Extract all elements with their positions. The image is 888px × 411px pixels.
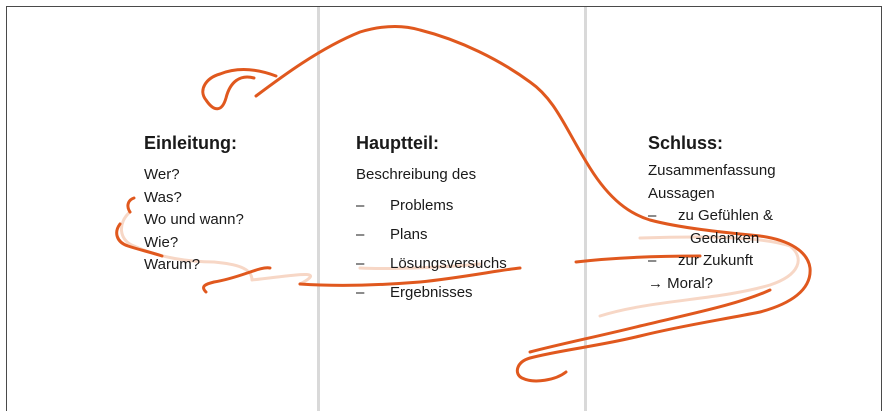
hauptteil-intro: Beschreibung des: [356, 166, 477, 183]
schluss-item-zukunft: – zur Zukunft: [648, 250, 776, 273]
schluss-line-zusammenfassung: Zusammenfassung: [648, 162, 776, 179]
einleitung-heading: Einleitung:: [144, 133, 237, 153]
schluss-moral-line: → Moral?: [648, 273, 776, 296]
column-divider-left: [317, 7, 320, 411]
hauptteil-item-ergebnisses: – Ergebnisses: [356, 278, 507, 307]
dash-icon: –: [648, 207, 657, 224]
schluss-item-label: zu Gefühlen &: [678, 207, 774, 224]
hauptteil-item-label: Plans: [390, 225, 428, 243]
hauptteil-item-plans: – Plans: [356, 220, 507, 249]
hauptteil-item-label: Ergebnisses: [390, 283, 473, 301]
hauptteil-item-label: Lösungsversuchs: [390, 254, 507, 272]
section-hauptteil: Hauptteil: Beschreibung des – Problems –…: [356, 133, 507, 307]
einleitung-line-wer: Wer?: [144, 166, 180, 183]
schluss-item-label: zur Zukunft: [678, 252, 754, 269]
schluss-moral-label: Moral?: [667, 274, 714, 292]
dash-icon: –: [356, 283, 365, 301]
rat-outline-main: [115, 24, 812, 383]
diagram-frame: [6, 6, 882, 411]
einleitung-line-was: Was?: [144, 188, 182, 206]
dash-icon: –: [356, 225, 365, 243]
dash-icon: –: [356, 196, 365, 214]
hauptteil-heading: Hauptteil:: [356, 133, 439, 153]
rat-outline-faded: [120, 210, 800, 318]
dash-icon: –: [648, 252, 657, 269]
schluss-heading: Schluss:: [648, 133, 724, 153]
section-schluss: Schluss: Zusammenfassung Aussagen – zu G…: [648, 133, 776, 295]
einleitung-line-wo-und-wann: Wo und wann?: [144, 211, 244, 228]
einleitung-line-warum: Warum?: [144, 256, 201, 273]
dash-icon: –: [356, 254, 365, 272]
einleitung-line-wie: Wie?: [144, 233, 179, 251]
hauptteil-item-label: Problems: [390, 196, 454, 214]
column-divider-right: [584, 7, 587, 411]
schluss-item-gefuehle: – zu Gefühlen &: [648, 205, 776, 228]
hauptteil-item-problems: – Problems: [356, 191, 507, 220]
arrow-right-icon: →: [648, 274, 663, 292]
schluss-line-aussagen: Aussagen: [648, 184, 715, 202]
section-einleitung: Einleitung: Wer? Was? Wo und wann? Wie? …: [144, 133, 244, 277]
schluss-item-gefuehle-continued: Gedanken: [690, 229, 760, 247]
hauptteil-item-loesungsversuchs: – Lösungsversuchs: [356, 249, 507, 278]
